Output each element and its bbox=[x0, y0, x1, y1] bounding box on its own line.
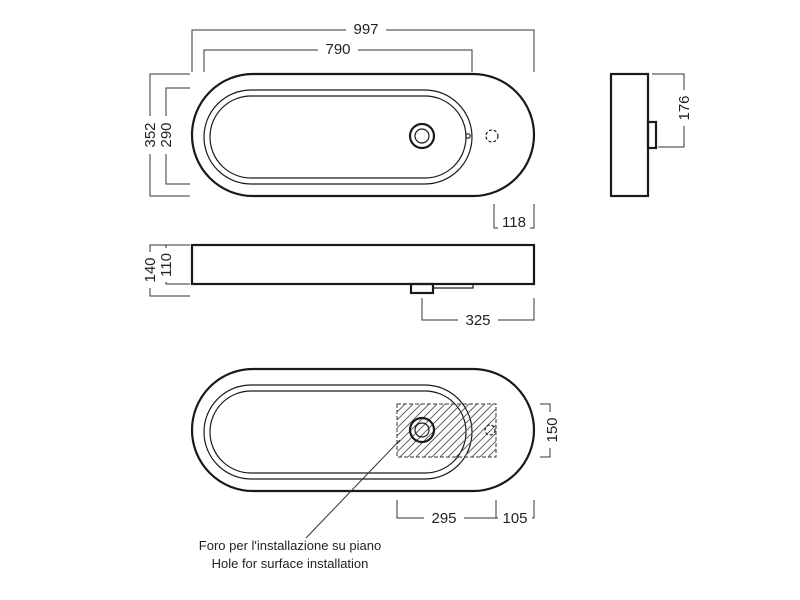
bottom-drain-icon bbox=[408, 416, 436, 444]
bottom-view-bowl-outer bbox=[203, 384, 473, 480]
hatch-line bbox=[439, 404, 494, 457]
note-italian: Foro per l'installazione su piano bbox=[199, 538, 381, 553]
hatch-line bbox=[447, 408, 496, 457]
bottom-view bbox=[190, 367, 536, 493]
dim-overall-length-label: 997 bbox=[353, 21, 378, 38]
drain-icon bbox=[408, 122, 436, 150]
hatch-line bbox=[397, 404, 430, 437]
hatch-line bbox=[397, 404, 446, 453]
bottom-view-bowl-inner bbox=[209, 390, 467, 474]
top-view-bowl-outer bbox=[203, 89, 473, 185]
hatch-line bbox=[397, 404, 414, 421]
top-view bbox=[190, 72, 536, 198]
hatch-line bbox=[399, 404, 454, 457]
dim-drain-offset-label: 118 bbox=[502, 214, 526, 231]
dim-height-total-label: 140 bbox=[142, 257, 159, 282]
drain-inner-icon bbox=[414, 128, 430, 144]
hatch-line bbox=[455, 416, 496, 457]
dim-height-basin: 110 bbox=[155, 244, 190, 285]
bottom-view-basin-outline bbox=[190, 367, 536, 493]
dim-side-depth: 176 bbox=[652, 73, 695, 148]
dim-hole-edge-offset: 105 bbox=[496, 500, 535, 527]
hatch-line bbox=[471, 432, 496, 457]
dim-hole-width: 295 bbox=[396, 500, 497, 527]
bottom-tap-hole-icon bbox=[484, 424, 496, 436]
top-view-bowl-inner bbox=[209, 95, 467, 179]
dim-inner-width-label: 290 bbox=[158, 122, 175, 147]
hatch-line bbox=[397, 404, 422, 429]
dim-inner-width: 290 bbox=[155, 87, 190, 185]
hatch-line bbox=[397, 404, 398, 405]
installation-hatch-area bbox=[396, 403, 497, 458]
dim-hole-width-label: 295 bbox=[431, 510, 456, 527]
dim-side-depth-label: 176 bbox=[676, 95, 693, 120]
front-view bbox=[190, 243, 536, 295]
front-view-drain bbox=[409, 282, 435, 295]
dim-tap-offset: 325 bbox=[421, 298, 535, 329]
side-view-tap-stub bbox=[646, 120, 658, 150]
hatch-line bbox=[463, 424, 496, 457]
hatch-line bbox=[423, 404, 478, 457]
dim-overall-length: 997 bbox=[191, 20, 535, 72]
dim-overall-width-label: 352 bbox=[142, 122, 159, 147]
bottom-drain-inner-icon bbox=[414, 422, 430, 438]
dim-hole-size: 150 bbox=[540, 403, 562, 458]
dim-height-basin-label: 110 bbox=[158, 253, 175, 277]
top-view-basin-outline bbox=[190, 72, 536, 198]
hatch-line bbox=[479, 440, 496, 457]
hatch-line bbox=[415, 404, 470, 457]
dim-drain-offset: 118 bbox=[493, 204, 535, 231]
dim-inner-length: 790 bbox=[203, 40, 473, 72]
overflow-icon bbox=[465, 133, 471, 139]
dim-hole-edge-offset-label: 105 bbox=[502, 510, 527, 527]
side-view-body bbox=[609, 72, 650, 198]
note-english: Hole for surface installation bbox=[212, 556, 369, 571]
front-view-tap-plate bbox=[432, 283, 474, 289]
side-view bbox=[609, 72, 658, 198]
dim-tap-offset-label: 325 bbox=[465, 312, 490, 329]
note-leader-line bbox=[305, 439, 401, 539]
hatch-line bbox=[431, 404, 486, 457]
front-view-body bbox=[190, 243, 536, 286]
tap-hole-icon bbox=[485, 129, 499, 143]
dim-hole-size-label: 150 bbox=[544, 417, 561, 442]
dim-inner-length-label: 790 bbox=[325, 41, 350, 58]
